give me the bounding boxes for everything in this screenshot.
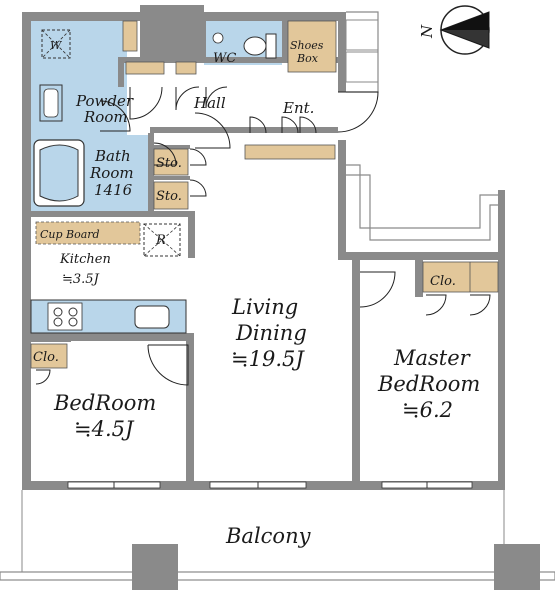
toilet-icon (243, 33, 277, 59)
master-bedroom-label-line2: BedRoom (377, 372, 480, 396)
master-bedroom-label-line1: Master (393, 346, 472, 370)
shoes-box-label-line1: Shoes (290, 39, 324, 52)
storage-1-label: Sto. (156, 156, 182, 171)
compass-icon (439, 5, 490, 55)
doors (35, 86, 491, 386)
powder-room-label-line1: Powder (75, 92, 134, 110)
balcony-label: Balcony (225, 524, 312, 548)
master-bedroom-label-line3: ≒6.2 (402, 398, 453, 422)
powder-room-label-line2: Room (83, 108, 128, 126)
bedroom-label-line2: ≒4.5J (74, 417, 135, 441)
cupboard-label: Cup Board (40, 228, 100, 241)
living-dining-label-line1: Living (231, 295, 298, 319)
storage-2-label: Sto. (156, 189, 182, 204)
washer-label: W (50, 39, 63, 52)
bath-room-label-line2: Room (89, 164, 134, 182)
refrigerator-label: R (155, 233, 166, 248)
entrance-label: Ent. (282, 99, 314, 117)
bedroom-closet-label: Clo. (33, 350, 59, 365)
kitchen-counter (30, 299, 187, 334)
windows (67, 481, 473, 489)
kitchen-label-line2: ≒3.5J (62, 272, 100, 287)
hall-label: Hall (193, 94, 226, 112)
fridge-space (143, 223, 181, 257)
balcony (0, 490, 555, 590)
living-dining-label-line3: ≒19.5J (231, 347, 305, 371)
bath-room-label-line3: 1416 (94, 181, 133, 199)
kitchen-label-line1: Kitchen (59, 252, 111, 267)
storage-units (30, 20, 499, 369)
compass-north-label: N (418, 24, 436, 39)
washer-space (41, 29, 71, 59)
bedroom-label-line1: BedRoom (53, 391, 156, 415)
living-dining-label-line2: Dining (235, 321, 307, 345)
wc-label: WC (213, 51, 236, 66)
master-closet-label: Clo. (430, 274, 456, 289)
shoes-box-label-line2: Box (296, 52, 319, 65)
bathtub-icon (33, 139, 85, 207)
wc-basin (212, 32, 224, 44)
bath-room-label-line1: Bath (94, 147, 131, 165)
